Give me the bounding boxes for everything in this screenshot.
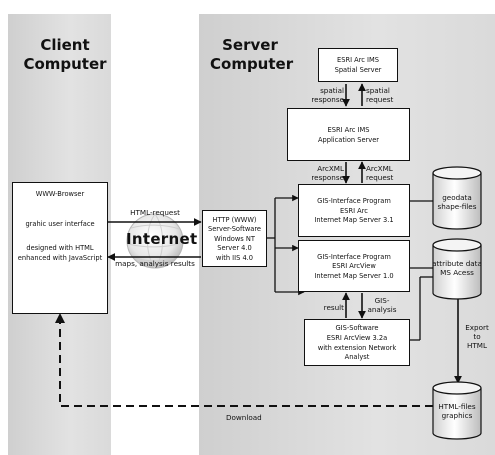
result-label: result bbox=[323, 303, 344, 312]
http-server-box: HTTP (WWW) Server-Software Windows NT Se… bbox=[202, 210, 267, 267]
internet-label: Internet bbox=[126, 230, 198, 248]
download-label: Download bbox=[226, 413, 262, 422]
gis-analysis-label: GIS-analysis bbox=[367, 296, 397, 314]
geodata-database-icon bbox=[432, 166, 482, 230]
spatial-server-box: ESRI Arc IMS Spatial Server bbox=[318, 48, 398, 82]
www-browser-box: WWW-Browser grahic user interface design… bbox=[12, 182, 108, 314]
globe-icon bbox=[126, 213, 184, 269]
gis-interface-arc-box: GIS-Interface Program ESRI Arc Internet … bbox=[298, 184, 410, 237]
attribute-database-icon bbox=[432, 238, 482, 300]
html-request-label: HTML-request bbox=[130, 208, 180, 217]
html-files-database-icon bbox=[432, 381, 482, 440]
download-dashed-arrow bbox=[55, 313, 433, 407]
gis-software-box: GIS-Software ESRI ArcView 3.2a with exte… bbox=[304, 319, 410, 366]
application-server-box: ESRI Arc IMS Application Server bbox=[287, 108, 410, 161]
maps-results-label: maps, analysis results bbox=[115, 259, 195, 268]
gis-interface-arcview-box: GIS-Interface Program ESRI ArcView Inter… bbox=[298, 240, 410, 292]
